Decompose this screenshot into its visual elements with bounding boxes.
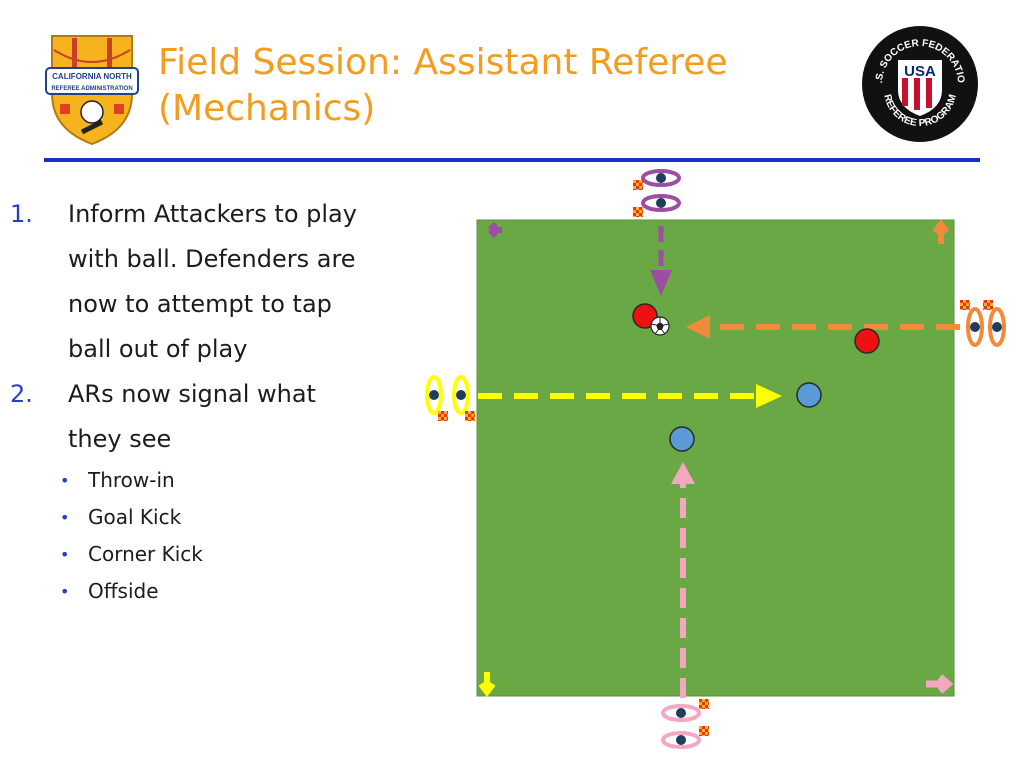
page-title: Field Session: Assistant Referee (Mechan… (158, 40, 798, 132)
signal-label: Corner Kick (88, 542, 203, 566)
attacker-player (854, 328, 880, 354)
pink-arrowhead (671, 462, 695, 484)
flag-icon (699, 699, 709, 709)
bullet-icon: • (60, 508, 70, 527)
instruction-1-line-1: Inform Attackers to play (68, 200, 357, 228)
defender-player (669, 426, 695, 452)
logo-left-text-bottom: REFEREE ADMINISTRATION (51, 86, 132, 92)
instruction-item-2: 2. ARs now signal what they see (0, 372, 400, 462)
flag-icon (960, 300, 970, 310)
title-divider (44, 158, 980, 162)
arrow-left-icon (487, 221, 502, 239)
assistant-referee-pink (661, 699, 709, 749)
flag-icon (633, 180, 643, 190)
signal-item-offside: • Offside (0, 573, 400, 610)
purple-arrowhead (650, 270, 672, 296)
arrow-down-icon (478, 672, 496, 697)
instruction-1-line-3: now to attempt to tap (68, 290, 332, 318)
attacker-player (632, 303, 658, 329)
soccer-ball-icon (650, 316, 670, 336)
bullet-icon: • (60, 582, 70, 601)
instruction-1-line-4: ball out of play (68, 335, 248, 363)
arrow-right-icon (926, 674, 954, 694)
defender-player (796, 382, 822, 408)
logo-right-text-center: USA (904, 63, 936, 80)
signal-list: • Throw-in • Goal Kick • Corner Kick • Offsi… (0, 462, 400, 610)
instruction-item-1: 1. Inform Attackers to play with ball. D… (0, 192, 400, 372)
orange-arrowhead (686, 315, 710, 339)
flag-icon (438, 411, 448, 421)
bullet-icon: • (60, 545, 70, 564)
soccer-field (476, 219, 955, 697)
arrow-up-icon (932, 219, 950, 244)
flag-icon (699, 726, 709, 736)
signal-list-container: • Throw-in • Goal Kick • Corner Kick • Offsi… (0, 462, 400, 610)
signal-item-goal-kick: • Goal Kick (0, 499, 400, 536)
bullet-icon: • (60, 471, 70, 490)
instruction-number-2: 2. (10, 380, 33, 408)
signal-item-throw-in: • Throw-in (0, 462, 400, 499)
instruction-1-line-2: with ball. Defenders are (68, 245, 356, 273)
signal-label: Goal Kick (88, 505, 182, 529)
instruction-number-1: 1. (10, 200, 33, 228)
instruction-2-line-1: ARs now signal what (68, 380, 316, 408)
instruction-2-line-2: they see (68, 425, 172, 453)
flag-icon (633, 207, 643, 217)
instruction-list: 1. Inform Attackers to play with ball. D… (0, 192, 400, 610)
logo-left-text-top: CALIFORNIA NORTH (52, 72, 132, 81)
signal-label: Throw-in (88, 468, 175, 492)
title-line-1: Field Session: Assistant Referee (158, 42, 728, 83)
flag-icon (983, 300, 993, 310)
signal-label: Offside (88, 579, 159, 603)
california-north-referee-logo: CALIFORNIA NORTH REFEREE ADMINISTRATION (42, 24, 142, 151)
signal-item-corner-kick: • Corner Kick (0, 536, 400, 573)
yellow-arrowhead (756, 384, 782, 408)
flag-icon (465, 411, 475, 421)
assistant-referee-purple (633, 169, 681, 217)
assistant-referee-yellow (425, 375, 475, 421)
us-soccer-referee-program-logo: U.S. SOCCER FEDERATION REFEREE PROGRAM U… (856, 16, 980, 149)
title-line-2: (Mechanics) (158, 88, 376, 129)
assistant-referee-orange (960, 300, 1006, 347)
